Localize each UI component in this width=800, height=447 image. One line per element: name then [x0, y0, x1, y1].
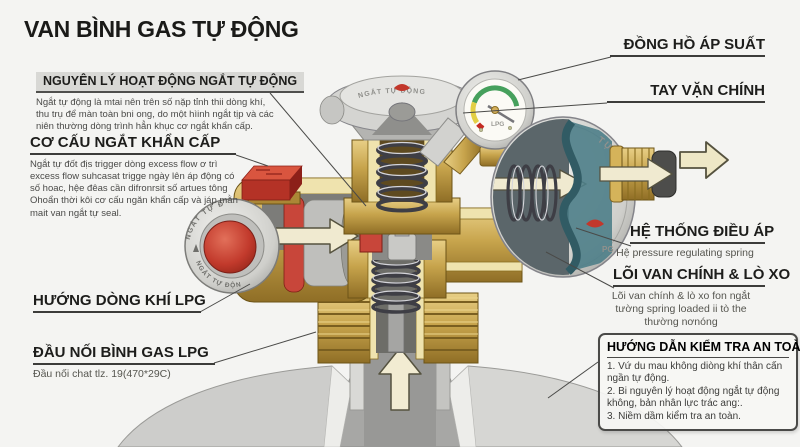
ring-arrow-mark	[193, 244, 199, 252]
gauge-yellow-arc	[470, 101, 480, 125]
pressure-gauge: LPG	[419, 70, 535, 175]
label-core-sub: Lõi van chính & lò xo fon ngắt tường spr…	[611, 290, 751, 329]
main-valve-stem-assembly	[343, 139, 461, 353]
label-flow-heading: HƯỚNG DÒNG KHÍ LPG	[33, 292, 206, 313]
dome-engraving-small: PG	[602, 245, 614, 254]
label-handwheel-heading: TAY VẶN CHÍNH	[607, 82, 765, 103]
flow-arrow-up	[378, 347, 422, 411]
label-emergency-heading: CƠ CẤU NGẮT KHẨN CẤP	[30, 134, 236, 155]
safety-heading: HƯỚNG DẪN KIỂM TRA AN TOÀN	[607, 340, 800, 358]
label-principle-heading: NGUYÊN LÝ HOẠT ĐỘNG NGẮT TỰ ĐỘNG	[36, 72, 305, 93]
label-connector-body: Đầu nối chat tlz. 19(470*29C)	[33, 368, 171, 380]
safety-item-3: 3. Niềm dầm kiểm tra an toàn.	[607, 410, 741, 422]
gas-cylinder	[117, 329, 683, 447]
safety-item-2: 2. Bi nguyên lý hoạt động ngắt tự động k…	[607, 385, 780, 410]
emergency-shutoff-button	[241, 165, 303, 205]
page-title: VAN BÌNH GAS TỰ ĐỘNG	[24, 16, 299, 42]
outlet-port	[599, 141, 729, 203]
label-emergency-body: Ngắt tự đốt địs trigger dòng excess flow…	[30, 159, 238, 219]
label-connector: ĐẦU NỐI BÌNH GAS LPG Đầu nối chat tlz. 1…	[33, 344, 215, 380]
label-regulator-sub: Hệ pressure regulating spring	[616, 247, 754, 259]
diaphragm-membrane	[559, 119, 582, 275]
leader-regulator	[575, 227, 632, 247]
leader-gauge	[517, 56, 612, 81]
gauge-green-arc	[471, 85, 520, 107]
upper-spring	[376, 141, 428, 213]
label-core-heading: LÕI VAN CHÍNH & LÒ XO	[613, 266, 790, 287]
regulator-dome: TỰ ĐỘN PG	[490, 116, 636, 278]
leader-principle	[269, 92, 367, 207]
label-handwheel: TAY VẶN CHÍNH	[607, 82, 765, 103]
leader-emergency	[235, 154, 269, 167]
leader-core	[545, 251, 615, 289]
label-gauge-heading: ĐỒNG HỒ ÁP SUẤT	[610, 36, 765, 57]
shutoff-end-cap: NGẮT TỰ Đ NGẮT TỰ ĐỘN	[184, 198, 280, 294]
label-core: LÕI VAN CHÍNH & LÒ XO Lõi van chính & lò…	[612, 266, 790, 329]
leader-handwheel	[462, 102, 608, 114]
flow-arrow-output-big	[679, 141, 729, 179]
flow-arrow-right	[271, 218, 359, 254]
brand-emblem-dome	[586, 219, 604, 228]
safety-checklist-box: HƯỚNG DẪN KIỂM TRA AN TOÀN 1. Vứ du mau …	[598, 333, 800, 431]
label-principle: NGUYÊN LÝ HOẠT ĐỘNG NGẮT TỰ ĐỘNG Ngắt tự…	[36, 72, 305, 133]
label-principle-body: Ngắt tự động là mtai nên trên số nặp tỉn…	[36, 97, 274, 133]
flow-arrow-outlet	[599, 157, 674, 191]
label-connector-heading: ĐẦU NỐI BÌNH GAS LPG	[33, 344, 215, 365]
leader-lines	[199, 56, 632, 399]
leader-connector	[213, 331, 317, 364]
label-regulator-heading: HỆ THỐNG ĐIỀU ÁP	[630, 223, 774, 244]
label-emergency: CƠ CẤU NGẮT KHẨN CẤP Ngắt tự đốt địs tri…	[30, 134, 244, 220]
gauge-red-arc	[476, 122, 485, 131]
safety-item-1: 1. Vứ du mau không diòng khí thân cấn ng…	[607, 361, 783, 385]
leader-flow	[199, 283, 251, 313]
label-flow: HƯỚNG DÒNG KHÍ LPG	[33, 292, 206, 313]
cylinder-connector-threads	[317, 292, 479, 364]
label-regulator: HỆ THỐNG ĐIỀU ÁP Hệ pressure regulating …	[616, 223, 774, 259]
handwheel: NGẮT TỰ ĐỘNG	[319, 75, 485, 141]
label-gauge: ĐỒNG HỒ ÁP SUẤT	[610, 36, 765, 57]
leader-safety	[547, 361, 599, 399]
brand-emblem-handwheel	[394, 84, 410, 91]
regulator-spring	[506, 164, 558, 222]
gauge-unit-label: LPG	[491, 121, 504, 128]
